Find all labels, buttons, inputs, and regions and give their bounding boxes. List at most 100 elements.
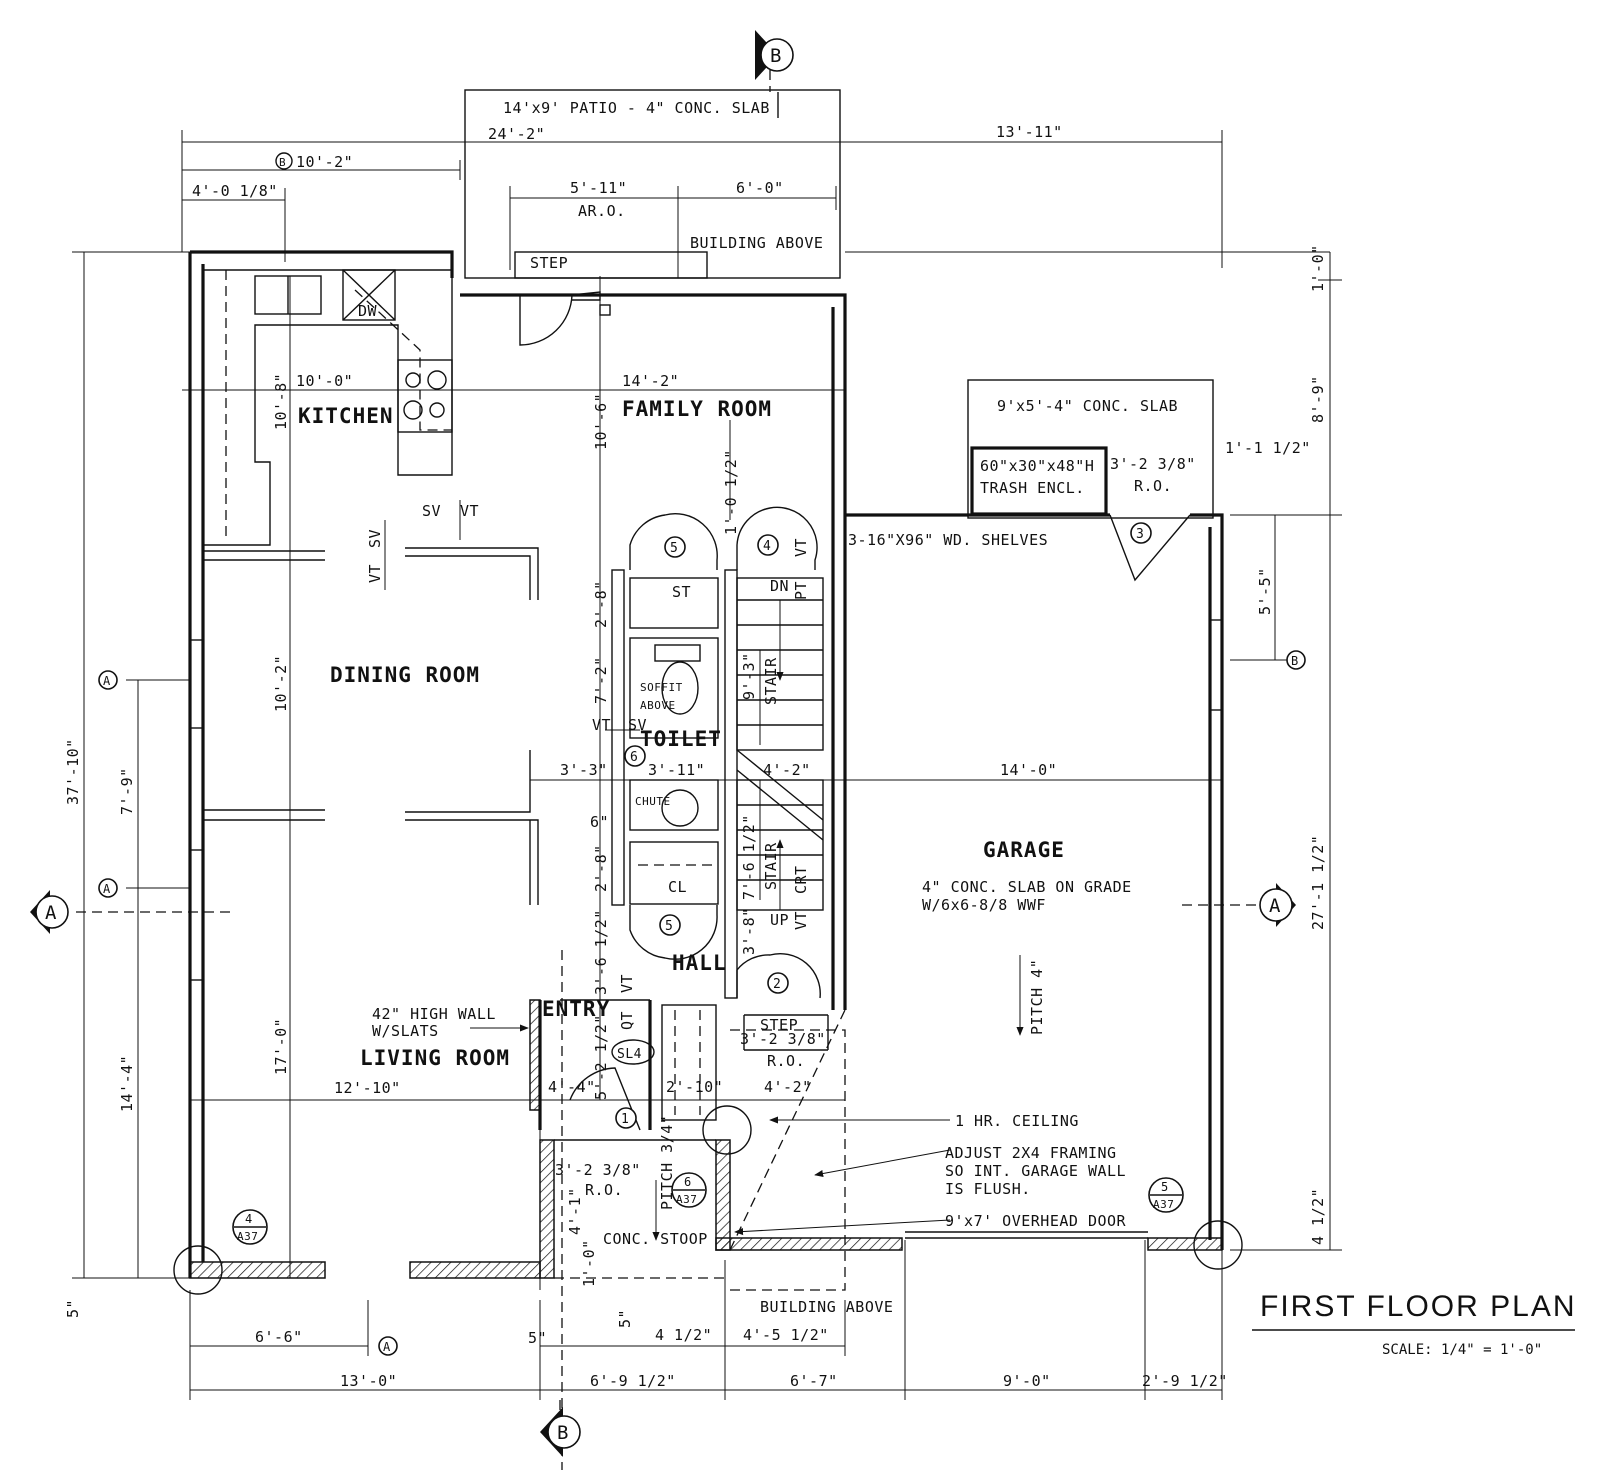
dim-1-1-1-2: 1'-1 1/2" [1225,439,1311,457]
dim-13-0: 13'-0" [340,1372,397,1390]
note-aro: AR.O. [578,202,626,220]
note-dw: DW [358,302,378,320]
note-ro-3: R.O. [585,1181,623,1199]
note-building-above-top: BUILDING ABOVE [690,234,823,252]
detail-5-sheet: A37 [1153,1198,1174,1211]
detail-6-num: 6 [684,1175,692,1189]
toilet-core [629,577,719,905]
note-patio: 14'x9' PATIO - 4" CONC. SLAB [503,99,770,117]
room-living: LIVING ROOM [360,1046,510,1070]
note-trash-2: TRASH ENCL. [980,479,1085,497]
note-pitch-stoop: PITCH 3/4" [658,1115,676,1210]
dim-4-5-1-2: 4'-5 1/2" [743,1326,829,1344]
door-swings [519,291,1191,1131]
dim-14-2: 14'-2" [622,372,679,390]
bottom-dimensions [189,1240,1223,1400]
dim-10-0: 10'-0" [296,372,353,390]
section-b-bottom: B [557,1422,569,1444]
door-5-upper: 5 [670,541,678,556]
stairs [736,577,824,911]
note-qt: QT [618,1011,636,1030]
note-building-above-bottom: BUILDING ABOVE [760,1298,893,1316]
note-trash-1: 60"x30"x48"H [980,457,1094,475]
dim-4-2-stair: 4'-2" [763,761,811,779]
dim-3-6-1-2: 3'-6 1/2" [592,909,610,995]
door-1: 1 [621,1112,629,1127]
dim-4-0-1-8: 4'-0 1/8" [192,182,278,200]
note-conc-slab: 9'x5'-4" CONC. SLAB [997,397,1178,415]
dim-9-3: 9'-3" [740,652,758,700]
note-sv-3: SV [628,716,647,734]
note-high-wall-1: 42" HIGH WALL [372,1005,496,1023]
note-step-hall: STEP [760,1016,798,1034]
grid-a-lower: A [103,882,111,896]
dim-14-4: 14'-4" [118,1055,136,1112]
dim-2-8-bottom: 2'-8" [592,844,610,892]
leaders [470,955,1024,1236]
dim-3-11: 3'-11" [648,761,705,779]
dim-10-8: 10'-8" [272,373,290,430]
dim-5-stoop-a: 5" [616,1309,634,1328]
door-6: 6 [630,750,638,765]
grid-markers: A A A B [98,650,1306,1356]
detail-4-sheet: A37 [237,1230,258,1243]
interior-dimensions [182,276,1222,1290]
door-4: 4 [763,539,771,554]
note-cl: CL [668,878,687,896]
dim-9-0: 9'-0" [1003,1372,1051,1390]
dim-2-9-1-2: 2'-9 1/2" [1142,1372,1228,1390]
dim-5-stoop-b: 5" [528,1329,547,1347]
dim-3-2-3-8-stoop: 3'-2 3/8" [555,1161,641,1179]
left-dimensions [72,251,190,1279]
dim-4-1: 4'-1" [566,1187,584,1235]
note-adjust-1: ADJUST 2X4 FRAMING [945,1144,1117,1162]
notes: 14'x9' PATIO - 4" CONC. SLAB BUILDING AB… [358,99,1178,1316]
room-garage: GARAGE [983,838,1065,862]
section-markers: A A B B [30,30,1296,1457]
dim-4-1-2-right: 4 1/2" [1309,1188,1327,1245]
dim-7-9: 7'-9" [118,767,136,815]
door-number-bubbles: 1 2 3 4 5 5 6 [615,522,1152,1129]
dim-37-10: 37'-10" [64,738,82,805]
dim-3-3: 3'-3" [560,761,608,779]
note-high-wall-2: W/SLATS [372,1022,439,1040]
dim-8-9: 8'-9" [1309,375,1327,423]
dim-5-5: 5'-5" [1256,567,1274,615]
detail-4-num: 4 [245,1212,253,1226]
dim-5-2-1-2: 5'-2 1/2" [592,1014,610,1100]
grid-a-bottom: A [383,1340,391,1354]
section-b-top: B [770,45,782,67]
dim-5-left: 5" [64,1299,82,1318]
note-pitch-garage: PITCH 4" [1028,959,1046,1035]
note-vt-3: VT [592,716,611,734]
detail-6-sheet: A37 [676,1193,697,1206]
door-3: 3 [1136,527,1144,542]
note-ro-1: R.O. [1134,477,1172,495]
room-family: FAMILY ROOM [622,397,772,421]
dim-1-0-stoop: 1'-0" [580,1239,598,1287]
dim-6-in: 6" [590,813,609,831]
note-conc-stoop: CONC. STOOP [603,1230,708,1248]
dim-6-7: 6'-7" [790,1372,838,1390]
dim-grid-b-top: B [279,156,286,169]
dim-12-10: 12'-10" [334,1079,401,1097]
dim-7-2: 7'-2" [592,656,610,704]
dim-4-2-entry: 4'-2" [764,1078,812,1096]
note-one-hr: 1 HR. CEILING [955,1112,1079,1130]
note-step-top: STEP [530,254,568,272]
note-garage-slab-2: W/6x6-8/8 WWF [922,896,1046,914]
detail-5-num: 5 [1161,1180,1169,1194]
dim-6-0: 6'-0" [736,179,784,197]
dim-10-2-dining: 10'-2" [272,655,290,712]
dim-3-2-3-8-top: 3'-2 3/8" [1110,455,1196,473]
room-hall: HALL [672,951,727,975]
room-toilet: TOILET [640,727,722,751]
garage-walls [715,513,1224,1291]
room-labels: KITCHEN FAMILY ROOM DINING ROOM LIVING R… [298,397,1065,1070]
note-crt: CRT [792,865,810,894]
door-2: 2 [773,977,781,992]
room-dining: DINING ROOM [330,663,480,687]
note-stair-lower: STAIR [762,842,780,890]
dim-6-6: 6'-6" [255,1328,303,1346]
